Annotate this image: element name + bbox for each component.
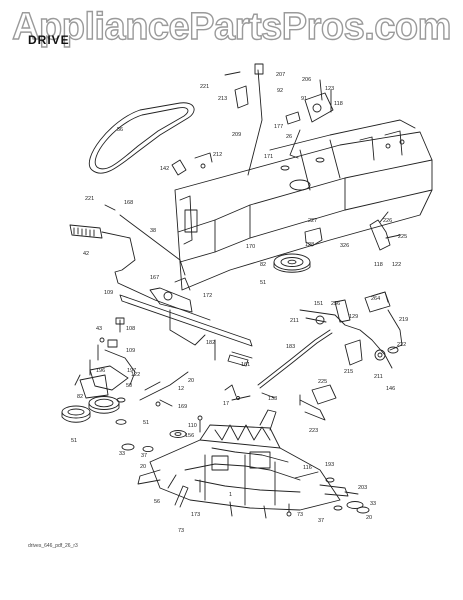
center-pulley — [88, 396, 120, 414]
part-number-label: 183 — [286, 344, 295, 350]
part-number-label: 177 — [274, 124, 283, 130]
part-number-label: 122 — [131, 372, 140, 378]
part-number-label: 1 — [229, 492, 232, 498]
part-number-label: 326 — [340, 243, 349, 249]
left-pulley-bracket — [74, 317, 136, 399]
part-number-label: 212 — [213, 152, 222, 158]
part-number-labels: 2212132072061239291118177262095617114221… — [71, 72, 408, 534]
part-number-label: 193 — [325, 462, 334, 468]
part-number-label: 156 — [185, 433, 194, 439]
idler-pulley-upper — [273, 253, 311, 273]
part-number-label: 173 — [191, 512, 200, 518]
part-number-label: 33 — [119, 451, 125, 457]
part-number-label: 129 — [349, 314, 358, 320]
part-number-label: 128 — [305, 242, 314, 248]
part-number-label: 37 — [141, 453, 147, 459]
part-number-label: 225 — [398, 234, 407, 240]
part-number-label: 110 — [188, 423, 197, 429]
spring-brackets — [171, 152, 213, 176]
part-number-label: 33 — [370, 501, 376, 507]
part-number-label: 222 — [397, 342, 406, 348]
transaxle — [137, 409, 359, 519]
part-number-label: 26 — [286, 134, 292, 140]
part-number-label: 123 — [325, 86, 334, 92]
part-number-label: 209 — [232, 132, 241, 138]
part-number-label: 256 — [331, 301, 340, 307]
part-number-label: 91 — [301, 96, 307, 102]
part-number-label: 38 — [150, 228, 156, 234]
part-number-label: 172 — [203, 293, 212, 299]
part-number-label: 118 — [334, 101, 343, 107]
part-number-label: 12 — [178, 386, 184, 392]
part-number-label: 203 — [358, 485, 367, 491]
part-number-label: 146 — [386, 386, 395, 392]
part-number-label: 73 — [297, 512, 303, 518]
part-number-label: 221 — [85, 196, 94, 202]
part-number-label: 51 — [71, 438, 77, 444]
part-number-label: 182 — [206, 340, 215, 346]
right-brackets — [304, 211, 401, 251]
drive-pedal-rod — [69, 204, 211, 321]
part-number-label: 215 — [344, 369, 353, 375]
part-number-label: 109 — [126, 348, 135, 354]
part-number-label: 133 — [268, 396, 277, 402]
part-number-label: 43 — [96, 326, 102, 332]
axle-hardware — [121, 415, 370, 517]
part-number-label: 226 — [383, 218, 392, 224]
part-number-label: 82 — [260, 262, 266, 268]
part-number-label: 167 — [150, 275, 159, 281]
part-number-label: 197 — [127, 368, 136, 374]
part-number-label: 161 — [241, 362, 250, 368]
part-number-label: 116 — [303, 465, 312, 471]
part-number-label: 207 — [276, 72, 285, 78]
part-number-label: 51 — [143, 420, 149, 426]
part-number-label: 227 — [308, 218, 317, 224]
washer-small — [115, 397, 127, 425]
part-number-label: 151 — [314, 301, 323, 307]
part-number-label: 168 — [124, 200, 133, 206]
part-number-label: 92 — [277, 88, 283, 94]
part-number-label: 213 — [218, 96, 227, 102]
part-number-label: 50 — [126, 383, 132, 389]
part-number-label: 56 — [117, 127, 123, 133]
part-number-label: 196 — [96, 368, 105, 374]
lower-rods — [139, 371, 189, 407]
part-number-label: 82 — [77, 394, 83, 400]
part-number-label: 118 — [374, 262, 383, 268]
part-number-label: 20 — [366, 515, 372, 521]
part-number-label: 211 — [374, 374, 383, 380]
part-number-label: 109 — [104, 290, 113, 296]
part-number-label: 171 — [264, 154, 273, 160]
part-number-label: 264 — [371, 296, 380, 302]
part-number-label: 122 — [392, 262, 401, 268]
cross-shaft — [119, 277, 253, 367]
part-number-label: 56 — [154, 499, 160, 505]
brake-pedal-linkage — [224, 291, 403, 421]
drive-belt — [89, 102, 195, 174]
part-number-label: 142 — [160, 166, 169, 172]
part-number-label: 225 — [318, 379, 327, 385]
part-number-label: 17 — [223, 401, 229, 407]
lift-lever-assembly — [224, 63, 334, 176]
part-number-label: 223 — [309, 428, 318, 434]
part-number-label: 169 — [178, 404, 187, 410]
part-number-label: 42 — [83, 251, 89, 257]
part-number-label: 108 — [126, 326, 135, 332]
lower-left-pulley — [61, 405, 91, 423]
chassis-frame — [174, 119, 433, 291]
part-number-label: 20 — [140, 464, 146, 470]
part-number-label: 73 — [178, 528, 184, 534]
part-number-label: 51 — [260, 280, 266, 286]
part-number-label: 206 — [302, 77, 311, 83]
part-number-label: 170 — [246, 244, 255, 250]
part-number-label: 20 — [188, 378, 194, 384]
part-number-label: 219 — [399, 317, 408, 323]
footer-drawing-id: drives_646_pdf_26_r3 — [28, 543, 78, 549]
part-number-label: 221 — [200, 84, 209, 90]
section-title: DRIVE — [28, 33, 70, 47]
part-number-label: 211 — [290, 318, 299, 324]
part-number-label: 37 — [318, 518, 324, 524]
